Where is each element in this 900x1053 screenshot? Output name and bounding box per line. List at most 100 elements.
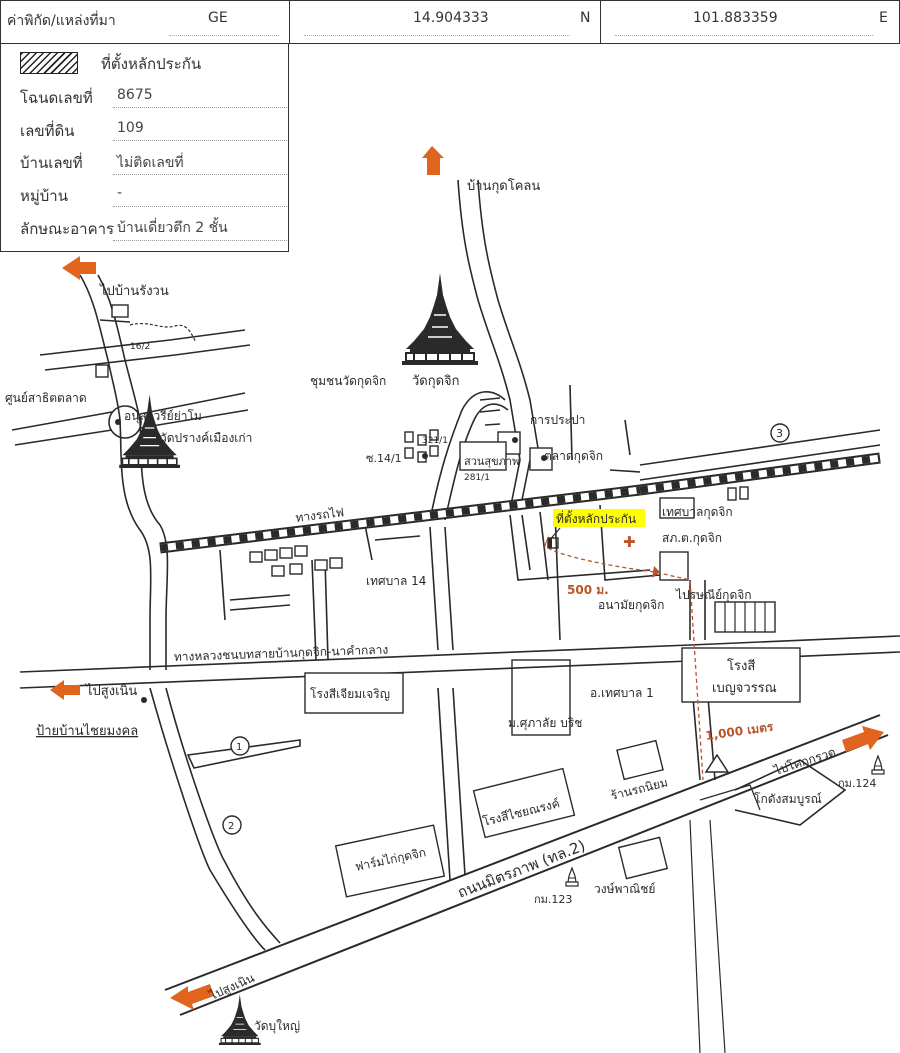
- label-mill-benjawan-1: โรงสี: [727, 658, 755, 674]
- label-kud-chik-market: ตลาดกุดจิก: [544, 449, 603, 464]
- temple-icon-wat-kud-chik: [401, 272, 479, 366]
- label-wat-kud-chik: วัดกุดจิก: [412, 374, 460, 389]
- arrow-west-icon: [50, 680, 80, 700]
- divider: [113, 206, 287, 207]
- divider: [113, 107, 287, 108]
- market-pin-icon: [541, 455, 547, 461]
- village-value: -: [117, 185, 123, 201]
- label-to-ban-rang-won: ไปบ้านรังวน: [99, 283, 169, 299]
- hatched-legend-icon: [20, 52, 78, 74]
- deed-number-value: 8675: [117, 87, 153, 103]
- label-road-3: 3: [776, 427, 783, 440]
- km-marker-icon: [565, 867, 579, 887]
- label-railway: ทางรถไฟ: [295, 505, 345, 525]
- label-ban-kud-khlon: บ้านกุดโคลน: [467, 178, 540, 194]
- label-water-works: การประปา: [530, 413, 585, 427]
- divider: [169, 35, 279, 36]
- monument-pin-icon: [115, 419, 121, 425]
- label-281-1: 281/1: [464, 473, 490, 483]
- label-post-office: ไปรษณีย์กุดจิก: [675, 588, 752, 603]
- label-road-1: 1: [236, 742, 242, 753]
- label-sign-chaimongkol: ป้ายบ้านไชยมงคล: [36, 723, 138, 739]
- soi-pin-icon: [422, 453, 428, 459]
- land-number-value: 109: [117, 120, 144, 136]
- property-info-panel: ที่ตั้งหลักประกัน โฉนดเลขที่ 8675 เลขที่…: [0, 43, 289, 252]
- coordinate-header: ค่าพิกัด/แหล่งที่มา GE 14.904333 N 101.8…: [0, 0, 900, 44]
- water-works-pin-icon: [512, 437, 518, 443]
- divider: [113, 240, 287, 241]
- target-pointer: [547, 527, 561, 543]
- label-to-khok-kruat: ไปโคกกรวด: [772, 745, 838, 778]
- house-number-label: บ้านเลขที่: [20, 154, 83, 172]
- label-warehouse: โกดังสมบูรณ์: [754, 792, 822, 807]
- road-network: [11, 179, 900, 1053]
- label-wat-prang: วัดปรางค์เมืองเก่า: [160, 431, 252, 445]
- land-number-label: เลขที่ดิน: [20, 122, 75, 140]
- label-321-1: 321/1: [422, 436, 448, 446]
- village-label: หมู่บ้าน: [20, 187, 68, 205]
- label-municipality: เทศบาลกุดจิก: [662, 505, 733, 520]
- label-16-2: 16/2: [130, 342, 150, 352]
- longitude-dir: E: [879, 10, 888, 26]
- route-number-2-icon: [222, 815, 242, 835]
- arrow-east-icon: [842, 726, 884, 752]
- divider: [113, 140, 287, 141]
- route-number-3-icon: [770, 423, 790, 443]
- label-wong-panich: วงษ์พาณิชย์: [594, 882, 655, 896]
- health-center-cross-icon: ✚: [623, 533, 636, 551]
- label-police: สภ.ต.กุดจิก: [662, 531, 722, 546]
- label-road-2: 2: [228, 821, 234, 832]
- divider: [113, 174, 287, 175]
- deed-number-label: โฉนดเลขที่: [20, 89, 93, 107]
- building-type-label: ลักษณะอาคาร: [20, 220, 115, 238]
- coord-source-cell: ค่าพิกัด/แหล่งที่มา GE: [1, 1, 290, 43]
- longitude-cell: 101.883359 E: [601, 1, 899, 43]
- target-highlight: [553, 509, 645, 527]
- label-soi-tessaban-1: อ.เทศบาล 1: [590, 686, 654, 700]
- arrow-northwest-icon: [62, 256, 96, 280]
- label-km-124: กม.124: [838, 777, 876, 790]
- coord-source: GE: [208, 10, 228, 26]
- label-wat-bu-yai: วัดบุใหญ่: [254, 1019, 300, 1034]
- label-soi-14-1: ซ.14/1: [366, 452, 402, 465]
- label-tessaban-14: เทศบาล 14: [366, 574, 426, 588]
- legend-label: ที่ตั้งหลักประกัน: [101, 55, 202, 73]
- sign-pin-icon: [141, 697, 147, 703]
- label-dist-1000: 1,000 เมตร: [704, 720, 774, 743]
- route-arrow-icon: [652, 566, 660, 578]
- route-arrow-icon: [544, 534, 549, 548]
- house-number-value: ไม่ติดเลขที่: [117, 155, 184, 171]
- label-mitraphap-road: ถนนมิตรภาพ (ทล.2): [455, 836, 588, 901]
- arrow-southwest-icon: [170, 984, 214, 1010]
- distance-route: [547, 547, 704, 781]
- label-market-center: ศูนย์สาธิตตลาด: [5, 391, 87, 406]
- label-mill-benjawan-2: เบญจวรรณ: [712, 681, 777, 696]
- label-health-center: อนามัยกุดจิก: [598, 598, 664, 613]
- label-mill-jiam: โรงสีเจียมเจริญ: [310, 687, 390, 701]
- route-number-1-icon: [230, 736, 250, 756]
- label-monument: อนุสาวรีย์ย่าโม: [124, 409, 202, 424]
- longitude-value: 101.883359: [693, 10, 778, 26]
- label-university: ม.ศุภาลัย บริช: [508, 716, 582, 731]
- label-target: ที่ตั้งหลักประกัน: [556, 510, 636, 526]
- latitude-cell: 14.904333 N: [290, 1, 601, 43]
- building-type-value: บ้านเดี่ยวตึก 2 ชั้น: [117, 220, 228, 236]
- triangle-landmark-icon: [704, 753, 730, 773]
- km-marker-icon: [871, 755, 885, 775]
- label-km-123: กม.123: [534, 893, 572, 906]
- railway-line: [82, 405, 881, 554]
- label-dist-500: 500 ม.: [567, 583, 609, 597]
- divider: [304, 35, 570, 36]
- building-blocks: [95, 304, 801, 898]
- divider: [615, 35, 873, 36]
- coord-label: ค่าพิกัด/แหล่งที่มา: [7, 13, 116, 29]
- latitude-dir: N: [580, 10, 591, 26]
- stream: [129, 323, 197, 343]
- arrow-north-icon: [422, 146, 444, 175]
- label-to-sung-noen-west: ไปสูงเนิน: [85, 683, 137, 699]
- latitude-value: 14.904333: [413, 10, 489, 26]
- direction-arrows: [50, 146, 884, 1010]
- label-chumchon-wat: ชุมชนวัดกุดจิก: [310, 374, 386, 389]
